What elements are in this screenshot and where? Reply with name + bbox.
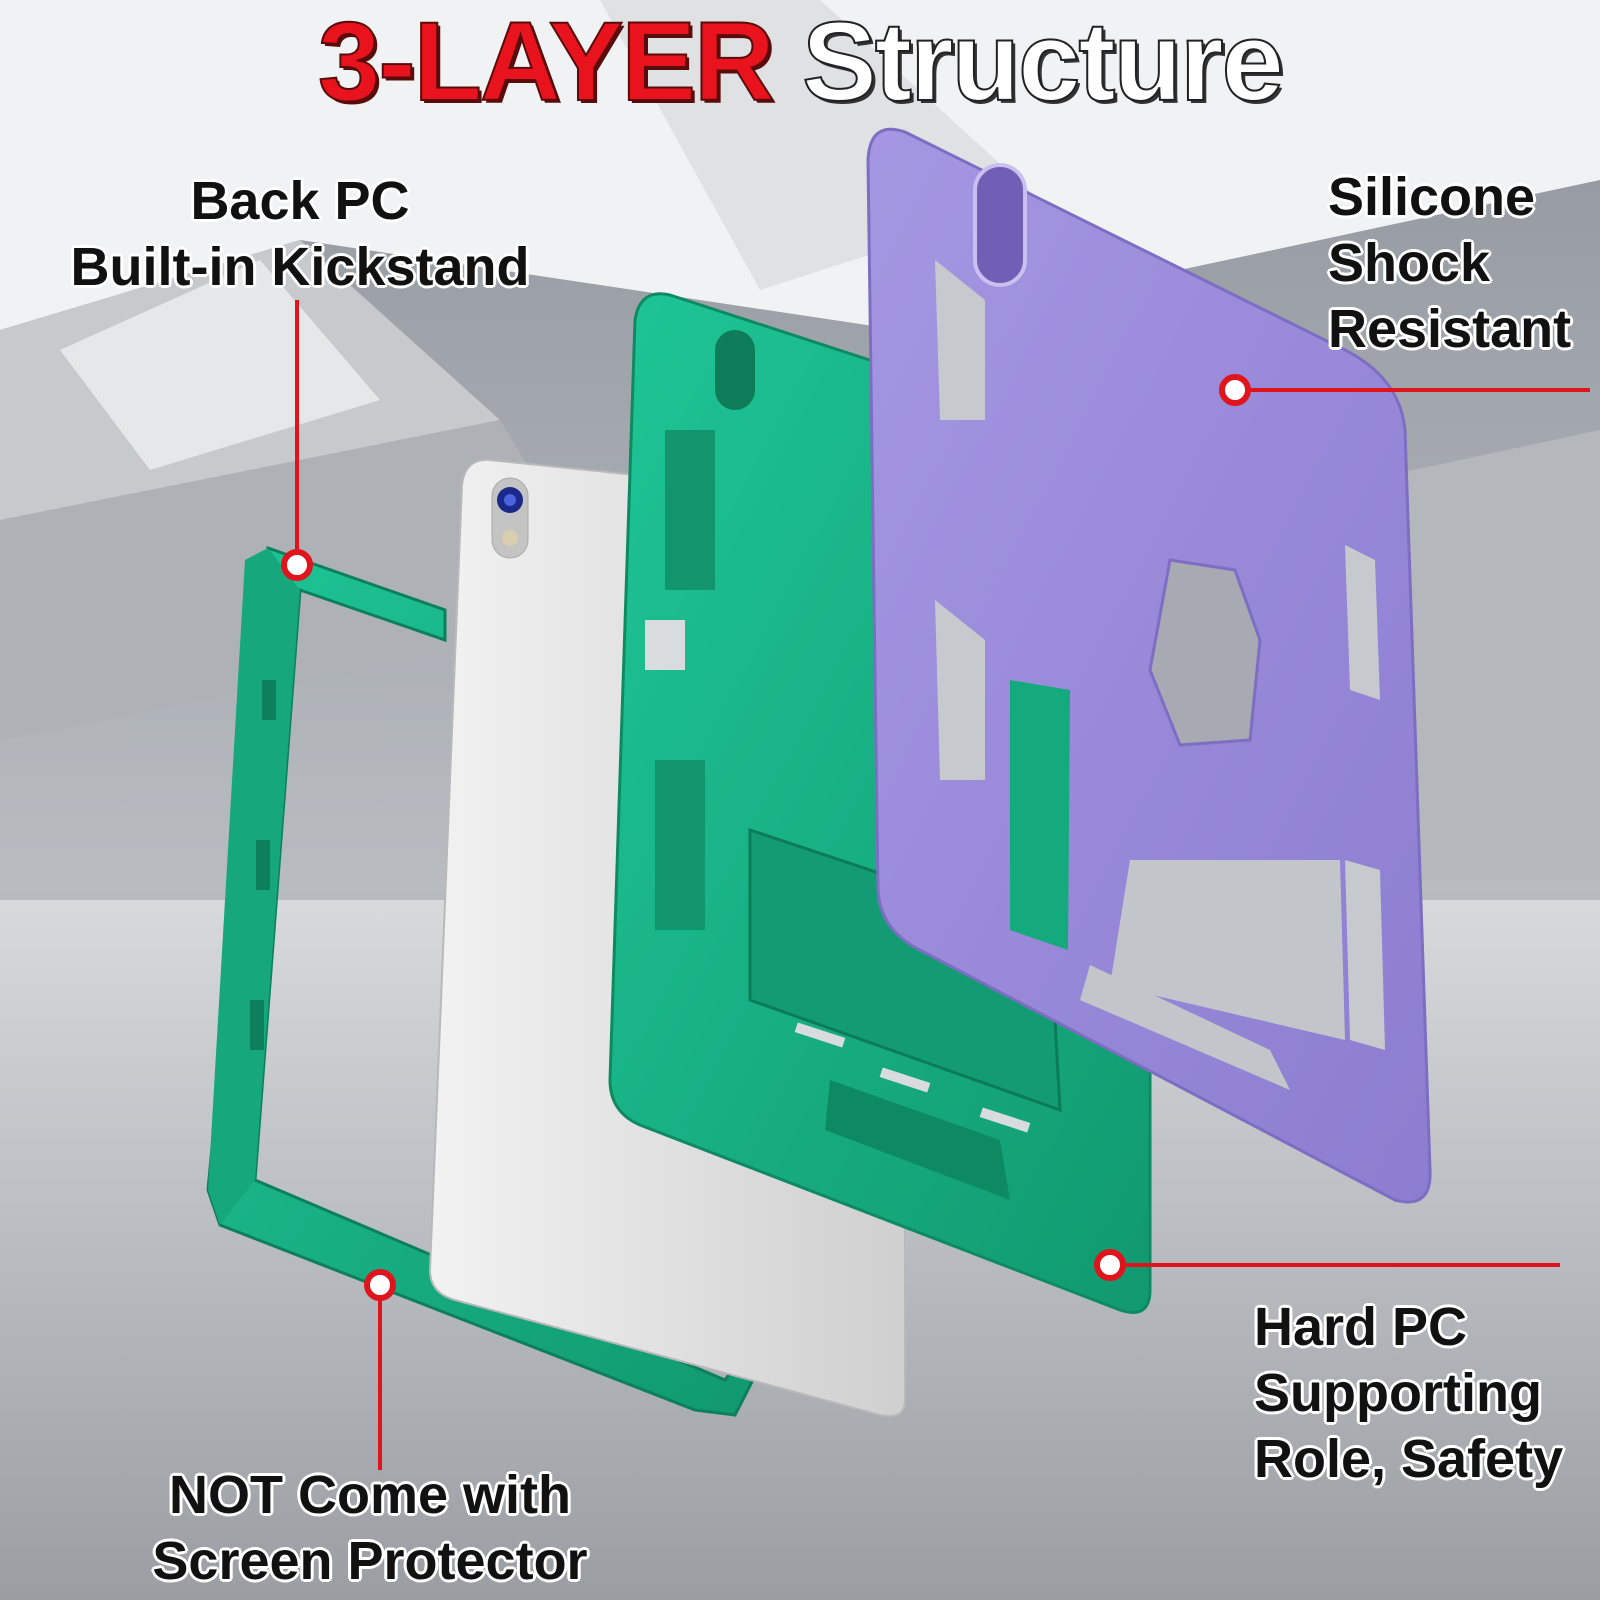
callout-back-pc-line2: Built-in Kickstand xyxy=(70,237,530,297)
callout-back-pc-line1: Back PC xyxy=(190,171,410,231)
callout-screen-protector: NOT Come with Screen Protector xyxy=(120,1462,620,1594)
silicone-back-case xyxy=(866,127,1432,1204)
callout-screen-line1: NOT Come with xyxy=(169,1465,571,1525)
headline-part2: Structure xyxy=(801,0,1285,124)
callout-hard-pc-line2: Supporting xyxy=(1254,1363,1542,1423)
callout-screen-line2: Screen Protector xyxy=(152,1531,588,1591)
callout-hard-pc: Hard PC Supporting Role, Safety xyxy=(1254,1294,1594,1492)
callout-hard-pc-line3: Role, Safety xyxy=(1254,1429,1564,1489)
callout-hard-pc-line1: Hard PC xyxy=(1254,1297,1468,1357)
callout-silicone-line1: Silicone xyxy=(1328,167,1536,227)
callout-silicone-line3: Resistant xyxy=(1328,299,1572,359)
callout-dots xyxy=(281,374,1251,1301)
headline: 3-LAYER Structure xyxy=(0,5,1600,119)
leader-lines xyxy=(295,300,1590,1470)
headline-part1: 3-LAYER xyxy=(317,0,776,124)
callout-back-pc: Back PC Built-in Kickstand xyxy=(40,168,560,300)
callout-silicone: Silicone Shock Resistant xyxy=(1328,164,1588,362)
callout-silicone-line2: Shock xyxy=(1328,233,1491,293)
